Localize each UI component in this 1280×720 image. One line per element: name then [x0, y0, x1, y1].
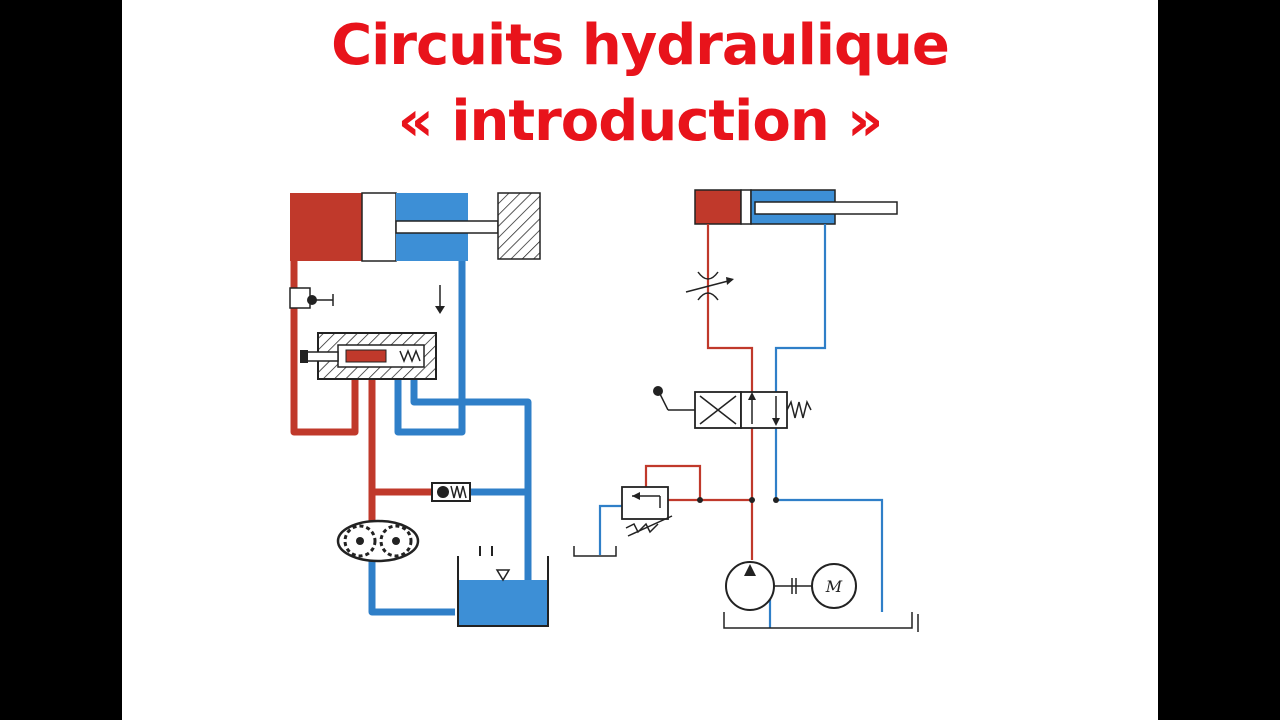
cutaway-check-valve: [431, 482, 471, 502]
schematic-throttle: [685, 271, 734, 301]
cutaway-throttle: [289, 287, 334, 309]
flow-arrowhead: [435, 306, 445, 314]
schematic-tank-left: [573, 546, 617, 557]
schematic-pump: [725, 561, 812, 611]
cutaway-diagram: [289, 192, 549, 627]
motor-label: M: [825, 577, 843, 596]
cylinder-load: [497, 192, 541, 260]
cylinder-return-chamber-top: [396, 193, 468, 221]
schematic-motor: M: [811, 563, 857, 609]
schematic-directional-valve: [653, 386, 812, 429]
schematic-relief-valve: [621, 486, 779, 537]
tank-fluid: [458, 580, 548, 626]
cutaway-tank: [457, 546, 549, 627]
cylinder-piston: [361, 192, 397, 262]
cutaway-cylinder: [290, 192, 541, 262]
cylinder-pressure-chamber: [290, 193, 362, 261]
symbol-diagram: M: [573, 189, 919, 632]
cylinder-rod: [395, 220, 499, 234]
cylinder-return-chamber-bottom: [396, 233, 468, 261]
slide-title-line-2: « introduction »: [397, 89, 884, 154]
schematic-tank-bottom: [723, 612, 913, 629]
electric-motor-icon: [811, 563, 857, 609]
cutaway-return-pipes: [368, 261, 532, 616]
cutaway-gear-pump: [336, 519, 420, 563]
cutaway-valve: [300, 332, 437, 380]
schematic-cylinder: [694, 189, 898, 225]
slide-title-line-1: Circuits hydraulique: [331, 13, 950, 78]
schematic-return-lines: [598, 224, 884, 628]
